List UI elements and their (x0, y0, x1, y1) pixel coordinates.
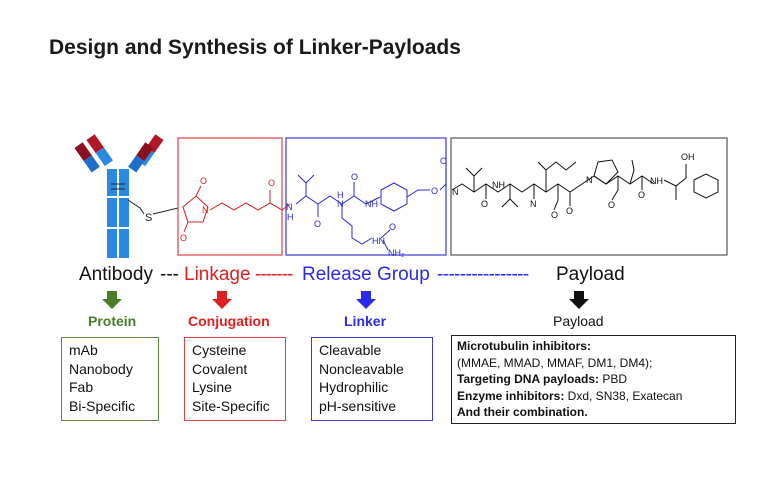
atom-label-n: N (530, 199, 537, 209)
atom-label-o: O (200, 176, 207, 186)
list-item: pH-sensitive (319, 397, 397, 414)
list-item: Hydrophilic (319, 379, 389, 395)
atom-label-o: O (551, 210, 558, 220)
axis-antibody: Antibody (79, 264, 153, 285)
list-item: Targeting DNA payloads: PBD (457, 372, 628, 386)
atom-label-o: O (180, 233, 187, 243)
list-item: Cleavable (319, 342, 382, 358)
atom-label-n: N (202, 205, 209, 215)
list-item: And their combination. (457, 405, 588, 419)
category-conjugation-label: Conjugation (188, 313, 270, 329)
list-item: Noncleavable (319, 360, 404, 377)
atom-label-oh: OH (681, 152, 695, 162)
atom-label-s: S (145, 212, 152, 224)
atom-label-nh: NH (650, 176, 663, 186)
axis-dash-3: ---------------- (437, 264, 529, 285)
atom-label-n: N (286, 202, 293, 212)
atom-label-o: O (481, 199, 488, 209)
atom-label-n: N (337, 199, 344, 209)
release-group-box (285, 137, 447, 256)
atom-label-h: H (337, 190, 344, 200)
atom-label-o: O (314, 219, 321, 229)
list-item: Covalent (192, 360, 248, 377)
atom-label-n: N (586, 175, 593, 185)
list-item: (MMAE, MMAD, MMAF, DM1, DM4); (457, 355, 653, 370)
atom-label-o: O (268, 178, 275, 188)
payload-structure (451, 159, 719, 211)
payload-box (450, 137, 728, 256)
page-title: Design and Synthesis of Linker-Payloads (49, 36, 461, 59)
category-linker-label: Linker (344, 313, 387, 329)
atom-label-o: O (351, 172, 358, 182)
atom-label-o: O (608, 200, 615, 210)
atom-label-o: O (389, 222, 396, 232)
list-item: Lysine (192, 379, 232, 395)
axis-dash-1: --- (160, 264, 179, 285)
axis-release-group: Release Group (302, 264, 430, 285)
axis-payload: Payload (556, 264, 625, 285)
atom-label-nh: NH (492, 180, 505, 190)
list-item: mAb (69, 342, 98, 358)
list-item: Nanobody (69, 360, 133, 377)
category-payload-label: Payload (553, 313, 604, 329)
axis-dash-2: ------- (255, 264, 293, 285)
linker-options-box: Cleavable Noncleavable Hydrophilic pH-se… (311, 337, 433, 421)
list-item: Microtubulin inhibitors: (457, 339, 591, 353)
conjugation-options-box: Cysteine Covalent Lysine Site-Specific (184, 337, 286, 421)
atom-label-nh2: NH₂ (388, 248, 405, 258)
atom-label-h: H (287, 212, 294, 222)
category-protein-label: Protein (88, 313, 137, 329)
linker-payload-structure-diagram: S O N O O N H O H N O NH HN (74, 134, 728, 258)
antibody-icon (74, 134, 164, 258)
atom-label-nh: NH (365, 199, 378, 209)
atom-label-hn: HN (372, 236, 385, 246)
atom-label-o: O (431, 186, 438, 196)
list-item: Site-Specific (192, 397, 270, 414)
atom-label-n: N (452, 187, 459, 197)
protein-options-box: mAb Nanobody Fab Bi-Specific (61, 337, 159, 421)
payload-options-box: Microtubulin inhibitors: (MMAE, MMAD, MM… (451, 335, 736, 424)
atom-label-o: O (638, 190, 645, 200)
val-cit-pabc-structure (295, 174, 447, 251)
list-item: Cysteine (192, 342, 247, 358)
atom-label-o: O (440, 156, 447, 166)
list-item: Fab (69, 379, 94, 395)
component-axis: Antibody --- Linkage ------- Release Gro… (0, 264, 768, 292)
maleimide-caproyl-structure (182, 185, 291, 233)
list-item: Enzyme inhibitors: Dxd, SN38, Exatecan (457, 388, 683, 403)
axis-linkage: Linkage (184, 264, 251, 285)
atom-label-o: O (566, 206, 573, 216)
list-item: Bi-Specific (69, 397, 136, 414)
linkage-box (177, 137, 283, 256)
